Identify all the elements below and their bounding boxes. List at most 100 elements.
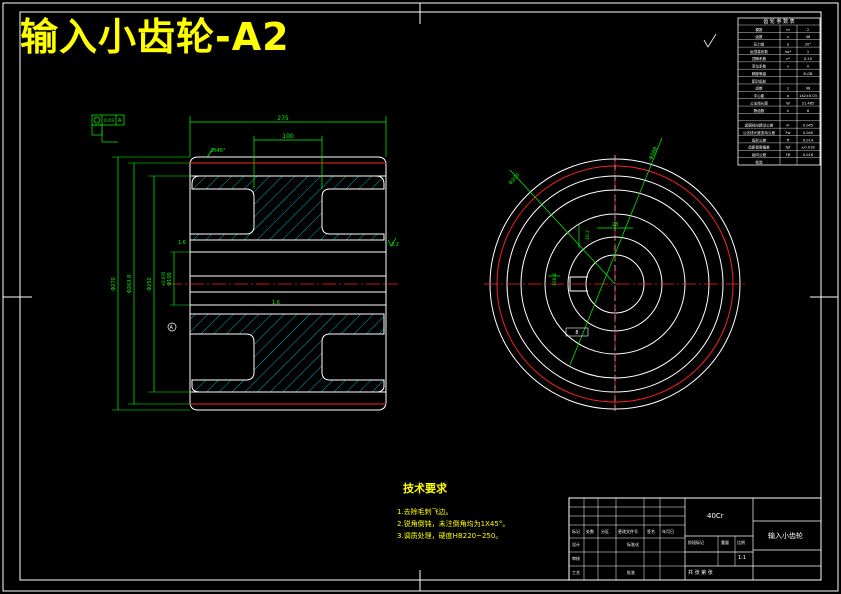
tb-part-name: 输入小齿轮 <box>768 532 803 540</box>
param-cell: 20° <box>805 43 812 47</box>
param-cell: 顶隙系数 <box>752 56 767 61</box>
tb-col-label-4: 签名 <box>647 529 655 534</box>
tech-req-item-1: 1.去除毛刺飞边。 <box>397 508 453 516</box>
technical-requirements: 技术要求 1.去除毛刺飞边。 2.锐角倒钝，未注倒角均为1X45°。 3.调质处… <box>397 480 509 542</box>
param-cell: 142±0.03 <box>799 94 817 98</box>
keyway-small-dim-text: 8 <box>575 330 578 336</box>
param-cell: 齿顶高系数 <box>750 49 768 54</box>
gear-section-outline <box>189 156 387 411</box>
dim-overall-length-text: 275 <box>277 115 289 122</box>
tb-approve-label: 批准 <box>627 570 635 575</box>
param-cell: 变位系数 <box>752 64 767 69</box>
roughness-left-text: 1.6 <box>178 240 186 246</box>
param-cell: fpt <box>786 146 792 150</box>
tb-std-label: 标准化 <box>627 542 639 547</box>
param-cell: ha* <box>785 50 791 54</box>
keyway-width-text: 28 <box>612 222 618 228</box>
tb-material: 40Cr <box>707 512 724 520</box>
keyway-depth-text: 10.2 <box>585 230 591 240</box>
roughness-bore-text: 1.6 <box>272 300 280 306</box>
tb-row-label-2: 设计 <box>572 542 580 547</box>
tb-col-label-5: 年月日 <box>662 529 674 534</box>
param-cell: 0.045 <box>803 124 813 128</box>
tb-row-label-4: 工艺 <box>572 570 580 575</box>
chamfer-leader-top <box>206 147 215 158</box>
tech-req-item-2: 2.锐角倒钝，未注倒角均为1X45°。 <box>397 520 510 528</box>
param-cell: 0 <box>807 65 810 69</box>
dim-pitch-diameter-text: Φ263.8 <box>127 275 133 293</box>
param-cell: 0.016 <box>803 153 814 157</box>
param-cell: 6 <box>807 109 810 113</box>
tech-req-heading: 技术要求 <box>403 482 447 495</box>
param-cell: 0.25 <box>804 57 812 61</box>
param-cell: c* <box>786 57 790 61</box>
tb-col-label-1: 处数 <box>586 529 594 534</box>
param-cell: 8-GB <box>804 72 813 76</box>
dia-leader-2-text: Φ268 <box>648 146 659 161</box>
tb-col-label-3: 更改文件号 <box>618 529 638 534</box>
tb-stage-label: 阶段标记 <box>688 540 704 545</box>
dia-leader-1 <box>509 169 616 285</box>
lower-hatch-section <box>189 313 385 393</box>
param-cell: 齿距极限偏差 <box>748 145 770 150</box>
param-cell: x <box>787 65 790 69</box>
param-cell: 配对齿轮 <box>752 78 767 83</box>
param-cell: 跨齿数 <box>754 108 765 113</box>
param-cell: 齿数 <box>755 86 763 91</box>
param-cell: 1 <box>807 50 809 54</box>
param-cell: 齿圈径向跳动公差 <box>745 123 774 128</box>
param-cell: 齿数 <box>755 34 763 39</box>
roughness-right-text: 3.2 <box>391 242 399 248</box>
param-cell: α <box>787 43 790 47</box>
param-cell: z <box>787 87 789 91</box>
front-view: Φ200 Φ268 28 10.2 106.4 8 <box>484 137 746 413</box>
param-cell: 96 <box>806 87 811 91</box>
param-cell: W <box>786 101 790 105</box>
param-table-header: 齿 轮 参 数 表 <box>763 18 794 25</box>
dia-leader-2 <box>569 137 663 366</box>
param-cell: 公法线长度变动公差 <box>743 130 776 135</box>
tb-row-label-1: 标记 <box>572 529 580 534</box>
param-cell: ff <box>787 138 790 142</box>
param-cell: a <box>787 94 789 98</box>
dim-bore-diameter-text: Φ100 <box>167 272 173 285</box>
param-cell: 齿向公差 <box>752 152 767 157</box>
param-cell: 0.014 <box>803 138 814 142</box>
roughness-right-symbol <box>387 237 397 247</box>
param-cell: ±0.018 <box>801 146 815 150</box>
param-cell: Fr <box>786 124 790 128</box>
upper-hatch-section <box>189 175 385 241</box>
param-cell: Fβ <box>786 153 791 157</box>
drawing-title: 输入小齿轮-A2 <box>20 15 290 59</box>
param-cell: 检验 <box>755 159 763 164</box>
datum-circle-text: A <box>170 325 174 331</box>
title-block <box>568 497 822 581</box>
section-view: 275 100 2X45° 1.6 3.2 1.6 Φ270 Φ263.8 Φ2… <box>91 114 399 411</box>
title-block-frame <box>568 497 822 581</box>
param-cell: 模数 <box>755 27 763 32</box>
param-cell: 公法线长度 <box>750 100 768 105</box>
param-cell: 21.485 <box>802 101 815 105</box>
tb-col-label-2: 分区 <box>601 529 609 534</box>
dim-root-diameter-text: Φ250 <box>147 277 153 290</box>
gdt-frame <box>91 114 125 126</box>
param-cell: Fw <box>785 131 790 135</box>
param-cell: 精度等级 <box>752 71 767 76</box>
param-cell: 压力角 <box>754 42 765 47</box>
gdt-value-text: 0.03 <box>104 118 114 124</box>
keyway-small-dim-box <box>565 327 589 337</box>
param-cell: z <box>787 35 789 39</box>
tech-req-item-3: 3.调质处理，硬度HB220~250。 <box>397 532 503 540</box>
gdt-runout-icon <box>93 116 101 124</box>
gdt-frame-2 <box>91 124 103 136</box>
param-cell: 齿形公差 <box>752 137 767 142</box>
tb-weight-label: 重量 <box>721 540 729 545</box>
param-cell: k <box>787 109 790 113</box>
tb-sheets-label: 共 张 第 张 <box>688 570 713 576</box>
tb-scale-value: 1:1 <box>738 555 747 561</box>
param-cell: 46 <box>806 35 811 39</box>
chamfer-top-text: 2X45° <box>210 148 226 154</box>
dim-tip-diameter-text: Φ270 <box>111 277 117 290</box>
